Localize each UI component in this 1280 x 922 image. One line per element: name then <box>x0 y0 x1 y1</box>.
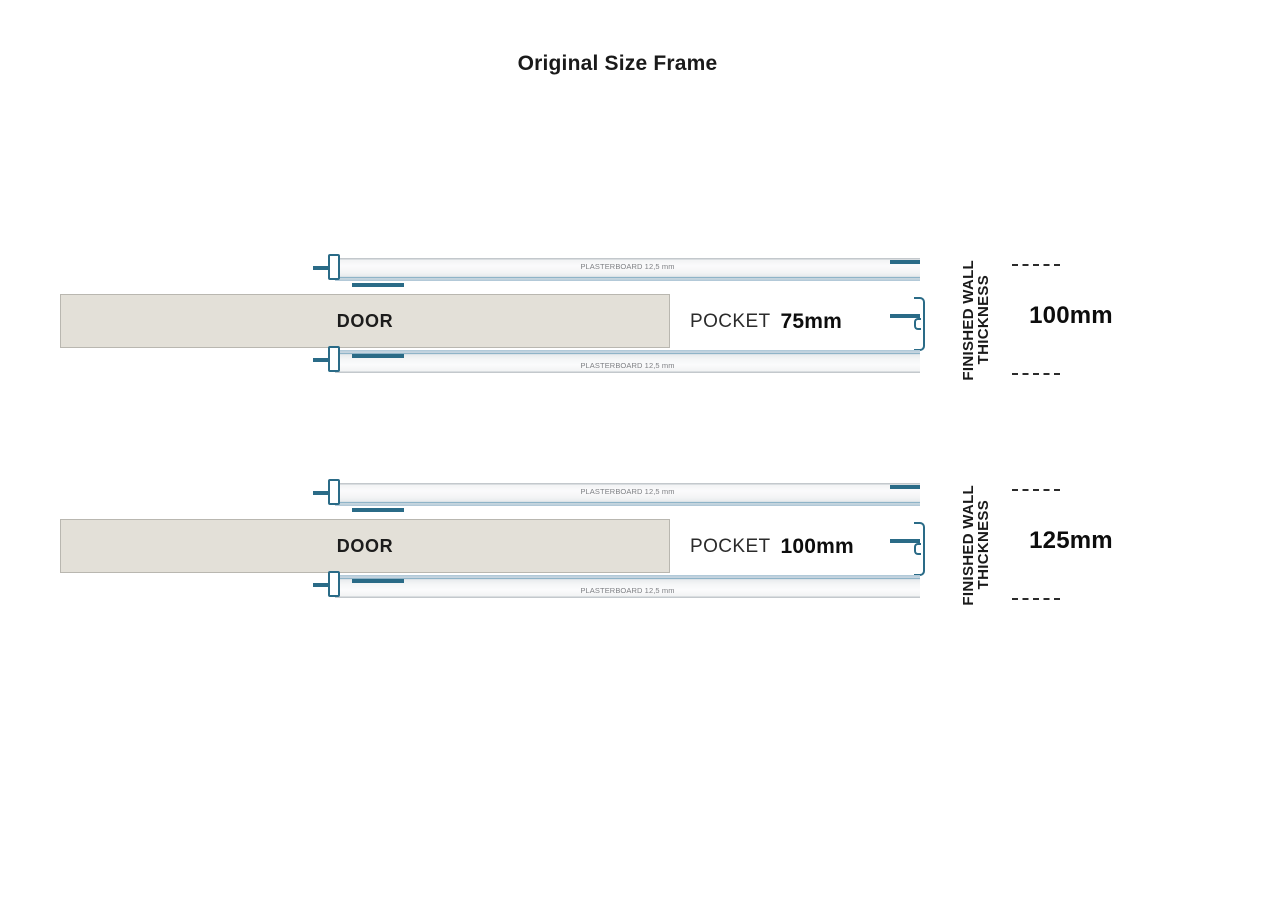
wall-rail-bottom: PLASTERBOARD 12,5 mm <box>313 314 920 376</box>
plasterboard-panel-bottom: PLASTERBOARD 12,5 mm <box>335 575 920 598</box>
hook-post <box>328 254 340 280</box>
wall-annotation-line2: THICKNESS <box>975 275 992 365</box>
hook-arm-top <box>352 283 404 287</box>
jamb-notch <box>914 318 921 330</box>
jamb-bar-top <box>890 485 920 489</box>
door-label: DOOR <box>336 535 394 556</box>
wall-rail-top: PLASTERBOARD 12,5 mm <box>313 254 920 287</box>
plasterboard-panel-bottom: PLASTERBOARD 12,5 mm <box>335 350 920 373</box>
frame-jamb-bottom-icon <box>890 539 924 667</box>
hook-post <box>328 346 340 372</box>
hook-stub <box>313 583 330 587</box>
frame-end-hook-top-icon <box>313 253 361 287</box>
plasterboard-panel-top: PLASTERBOARD 12,5 mm <box>335 483 920 506</box>
finished-wall-thickness-annotation: FINISHED WALL THICKNESS <box>950 465 1002 625</box>
wall-thickness-dimension: 100mm <box>1006 240 1136 400</box>
pocket-value: 75mm <box>780 310 843 333</box>
wall-thickness-value: 100mm <box>1029 302 1113 329</box>
hook-arm-top <box>352 508 404 512</box>
wall-thickness-dimension: 125mm <box>1006 465 1136 625</box>
jamb-bar-bottom <box>890 539 920 543</box>
pocket-word-label: POCKET <box>690 311 771 332</box>
wall-annotation-line1: FINISHED WALL <box>960 259 977 381</box>
finished-wall-thickness-annotation: FINISHED WALL THICKNESS <box>950 240 1002 400</box>
hook-post <box>328 571 340 597</box>
plasterboard-label-top: PLASTERBOARD 12,5 mm <box>580 262 675 271</box>
frame-jamb-top-icon <box>890 224 924 350</box>
hook-post <box>328 479 340 505</box>
dimension-dash-lower <box>1012 598 1060 600</box>
hook-stub <box>313 491 330 495</box>
hook-arm-bottom <box>352 579 404 583</box>
pocket-value: 100mm <box>780 535 854 558</box>
jamb-notch <box>914 543 921 555</box>
frame-end-hook-bottom-icon <box>313 345 361 379</box>
wall-rail-top: PLASTERBOARD 12,5 mm <box>313 479 920 512</box>
dimension-dash-lower <box>1012 373 1060 375</box>
frame-diagram-75mm: PLASTERBOARD 12,5 mm DOOR POCKET 75mm PL… <box>0 240 1280 400</box>
jamb-bar-bottom <box>890 314 920 318</box>
pocket-word-label: POCKET <box>690 536 771 557</box>
hook-arm-bottom <box>352 354 404 358</box>
door-leaf: DOOR <box>60 294 670 348</box>
wall-annotation-line2: THICKNESS <box>975 500 992 590</box>
plasterboard-label-bottom: PLASTERBOARD 12,5 mm <box>580 361 675 370</box>
wall-rail-bottom: PLASTERBOARD 12,5 mm <box>313 539 920 601</box>
jamb-bar-top <box>890 260 920 264</box>
page-title: Original Size Frame <box>517 52 718 75</box>
hook-stub <box>313 266 330 270</box>
wall-thickness-value: 125mm <box>1029 527 1113 554</box>
plasterboard-panel-top: PLASTERBOARD 12,5 mm <box>335 258 920 281</box>
wall-annotation-line1: FINISHED WALL <box>960 484 977 606</box>
door-label: DOOR <box>336 310 394 331</box>
frame-end-hook-top-icon <box>313 478 361 512</box>
dimension-dash-upper <box>1012 264 1060 266</box>
frame-diagram-100mm: PLASTERBOARD 12,5 mm DOOR POCKET 100mm P… <box>0 465 1280 625</box>
pocket-caption: POCKET 100mm <box>690 527 854 567</box>
plasterboard-label-bottom: PLASTERBOARD 12,5 mm <box>580 586 675 595</box>
dimension-dash-upper <box>1012 489 1060 491</box>
frame-end-hook-bottom-icon <box>313 570 361 604</box>
frame-jamb-bottom-icon <box>890 314 924 442</box>
pocket-caption: POCKET 75mm <box>690 302 842 342</box>
door-leaf: DOOR <box>60 519 670 573</box>
hook-stub <box>313 358 330 362</box>
plasterboard-label-top: PLASTERBOARD 12,5 mm <box>580 487 675 496</box>
frame-jamb-top-icon <box>890 449 924 575</box>
